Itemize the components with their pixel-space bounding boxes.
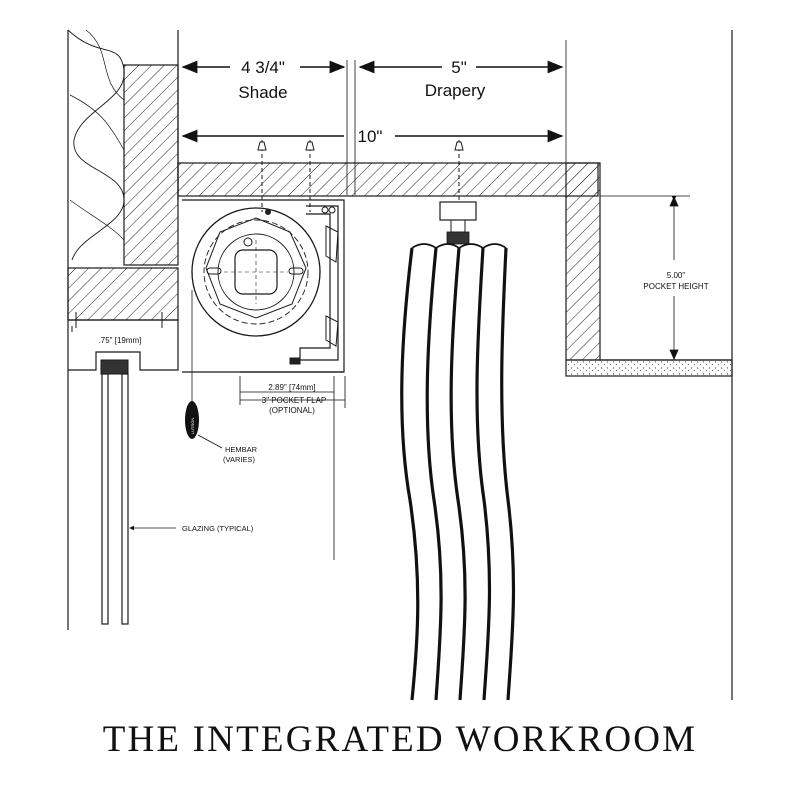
dimension-lines xyxy=(181,60,564,143)
glazing xyxy=(100,359,176,625)
drapery-track xyxy=(439,201,477,245)
ceiling-screws xyxy=(257,140,464,212)
hembar-label-2: (VARIES) xyxy=(223,455,255,464)
glazing-label: GLAZING (TYPICAL) xyxy=(182,524,254,533)
hembar-brand: LUTRON xyxy=(190,418,195,435)
frame-offset-label: .75" [19mm] xyxy=(99,336,142,345)
shade-label: Shade xyxy=(238,83,287,102)
shade-housing xyxy=(182,199,345,405)
total-width-label: 10" xyxy=(358,127,383,146)
flap-label-1: 3" POCKET FLAP xyxy=(262,396,327,405)
hembar-label-1: HEMBAR xyxy=(225,445,258,454)
flap-label-2: (OPTIONAL) xyxy=(269,406,315,415)
drapery-label: Drapery xyxy=(425,81,486,100)
shade-width-label: 4 3/4" xyxy=(241,58,285,77)
pocket-height-dimension xyxy=(600,195,690,360)
flap-dimension xyxy=(239,376,346,560)
drapery-fabric xyxy=(400,243,516,701)
ceiling-pocket xyxy=(177,30,733,700)
flap-width-label: 2.89" [74mm] xyxy=(268,383,315,392)
brand-footer-title: THE INTEGRATED WORKROOM xyxy=(102,719,698,760)
dimension-extension-lines xyxy=(346,60,356,195)
hembar-icon xyxy=(185,401,223,449)
wall-assembly xyxy=(67,29,179,630)
pocket-height-value: 5.00" xyxy=(667,271,686,280)
drapery-width-label: 5" xyxy=(451,58,467,77)
pocket-height-label: POCKET HEIGHT xyxy=(643,282,708,291)
